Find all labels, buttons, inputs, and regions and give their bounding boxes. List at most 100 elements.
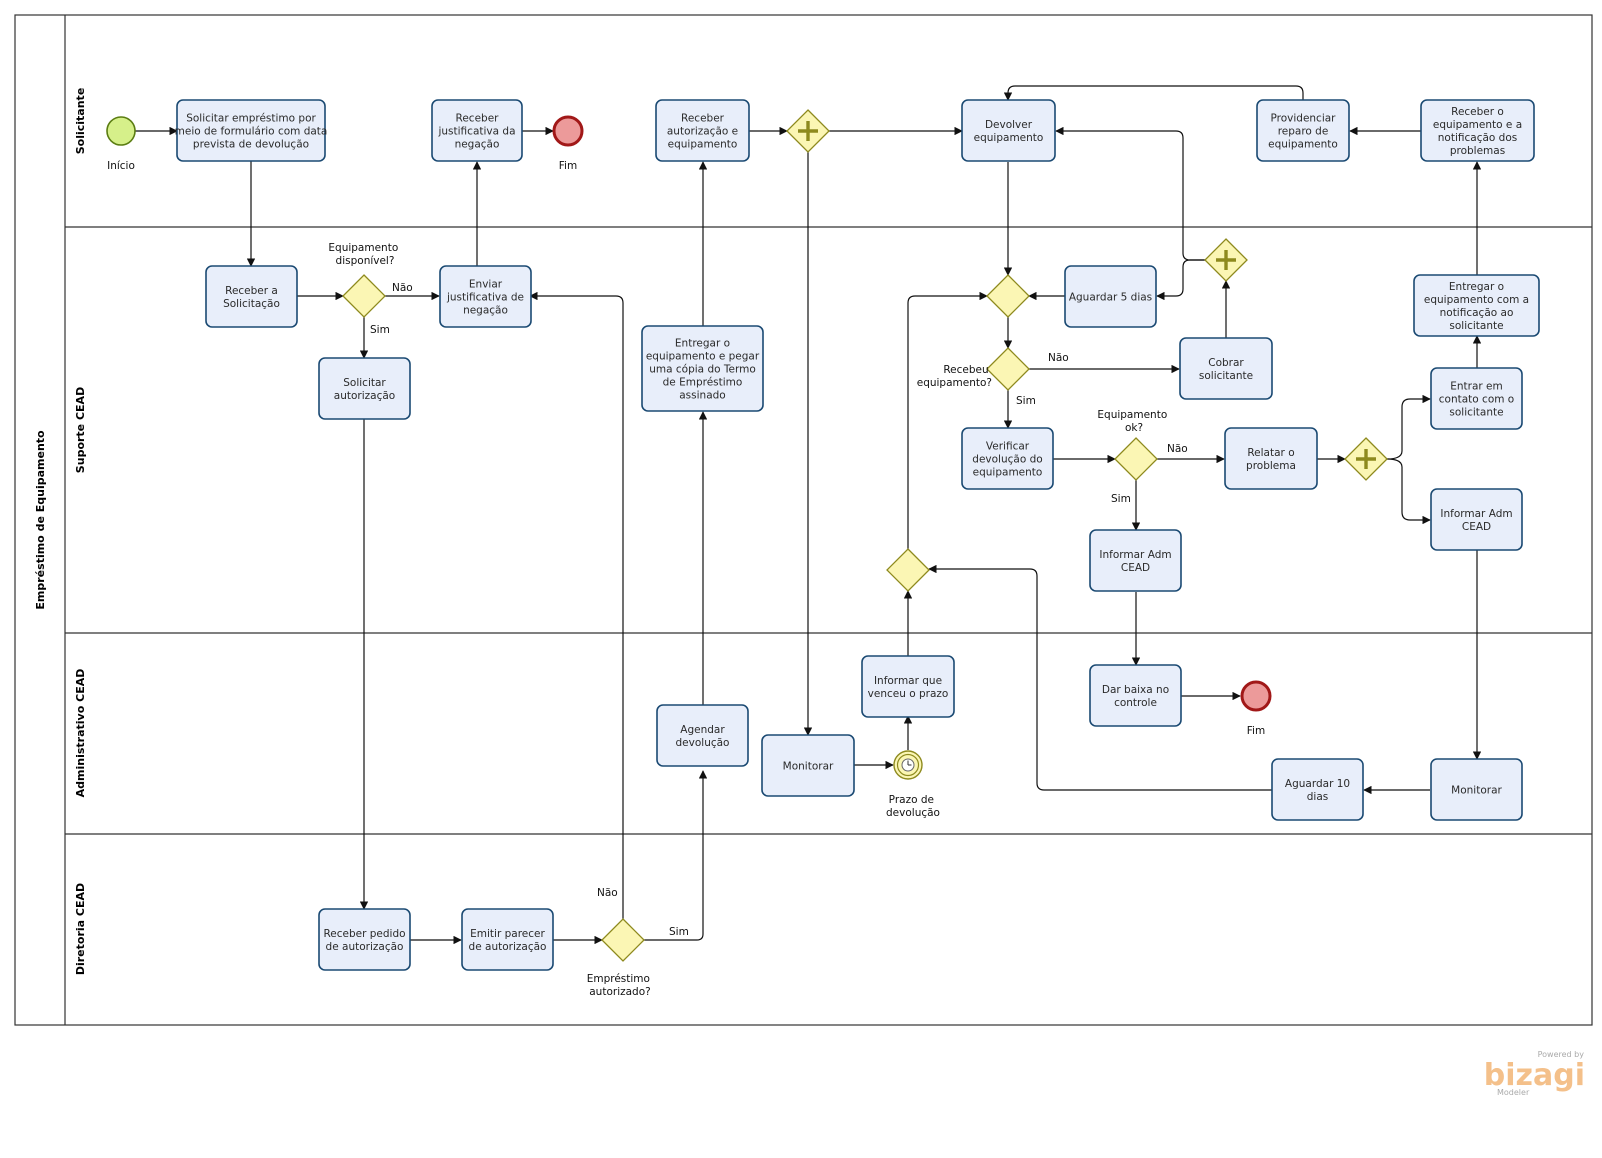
task-dar-baixa-controle-box (1089, 664, 1182, 727)
task-aguardar-10-dias-box (1271, 758, 1364, 821)
task-informar-prazo-box (861, 655, 955, 718)
task-monitorar-1: Monitorar (761, 734, 855, 797)
gateway-emprestimo-autorizado-label: Empréstimo autorizado? (587, 973, 654, 998)
start-event (106, 116, 136, 146)
flow-label-nao-disponivel: Não (392, 282, 413, 294)
watermark-product: Modeler (1497, 1088, 1530, 1097)
parallel-gateway-3 (1344, 437, 1388, 481)
bizagi-logo: bizagi (1484, 1058, 1585, 1093)
task-providenciar-reparo-box (1256, 99, 1350, 162)
parallel-gateway-2 (1204, 238, 1248, 282)
end-event-1-label: Fim (559, 160, 577, 172)
task-entregar-notificacao-box (1413, 274, 1540, 337)
task-monitorar-2-label: Monitorar (1451, 785, 1502, 797)
lane-title-solicitante: Solicitante (74, 88, 87, 155)
gateway-equipamento-disponivel-label: Equipamento disponível? (328, 242, 401, 267)
task-aguardar-5-dias: Aguardar 5 dias (1064, 265, 1157, 328)
task-entrar-em-contato-box (1430, 367, 1523, 430)
task-receber-justificativa-box (431, 99, 523, 162)
task-relatar-problema-box (1224, 427, 1318, 490)
task-agendar-devolucao-box (656, 704, 749, 767)
bizagi-watermark: Powered by bizagi Modeler (1484, 1050, 1585, 1097)
flow-label-sim-disponivel: Sim (370, 324, 390, 336)
task-solicitar-emprestimo-box (176, 99, 326, 162)
plus-icon (1216, 250, 1236, 270)
task-emitir-parecer-box (461, 908, 554, 971)
task-receber-autorizacao-box (655, 99, 750, 162)
task-entregar-copia-termo-box (641, 325, 764, 412)
task-cobrar-solicitante-box (1179, 337, 1273, 400)
sequence-flows (135, 85, 1482, 945)
lane-title-diretoria: Diretoria CEAD (74, 883, 87, 975)
flow-label-nao-autorizado: Não (597, 887, 618, 899)
end-event-2 (1240, 680, 1272, 712)
task-informar-adm-cead-2-box (1430, 488, 1523, 551)
gateway-merge-prazo (886, 548, 930, 592)
task-monitorar-2-box (1430, 758, 1523, 821)
parallel-gateway-1 (786, 109, 830, 153)
gateway-recebeu-equipamento (986, 347, 1030, 391)
task-receber-pedido-autorizacao-box (318, 908, 411, 971)
gateway-equipamento-disponivel (342, 274, 386, 318)
gateway-recebeu-equipamento-label: Recebeu equipamento? (917, 364, 992, 389)
task-monitorar-1-box (761, 734, 855, 797)
task-verificar-devolucao-box (961, 427, 1054, 490)
timer-event (893, 750, 923, 780)
gateway-equipamento-ok-label: Equipamento ok? (1097, 409, 1170, 434)
task-monitorar-1-label: Monitorar (783, 761, 834, 773)
task-informar-adm-cead-1-box (1089, 529, 1182, 592)
start-event-label: Início (107, 160, 135, 172)
clock-icon (901, 758, 915, 772)
pool: Empréstimo de Equipamento Solicitante Su… (14, 14, 1593, 1026)
task-aguardar-5-dias-label: Aguardar 5 dias (1069, 292, 1152, 304)
task-receber-equipamento-notif-box (1420, 99, 1535, 162)
gateway-merge-devolucao (986, 274, 1030, 318)
end-event-1 (552, 115, 584, 147)
task-monitorar-2: Monitorar (1430, 758, 1523, 821)
